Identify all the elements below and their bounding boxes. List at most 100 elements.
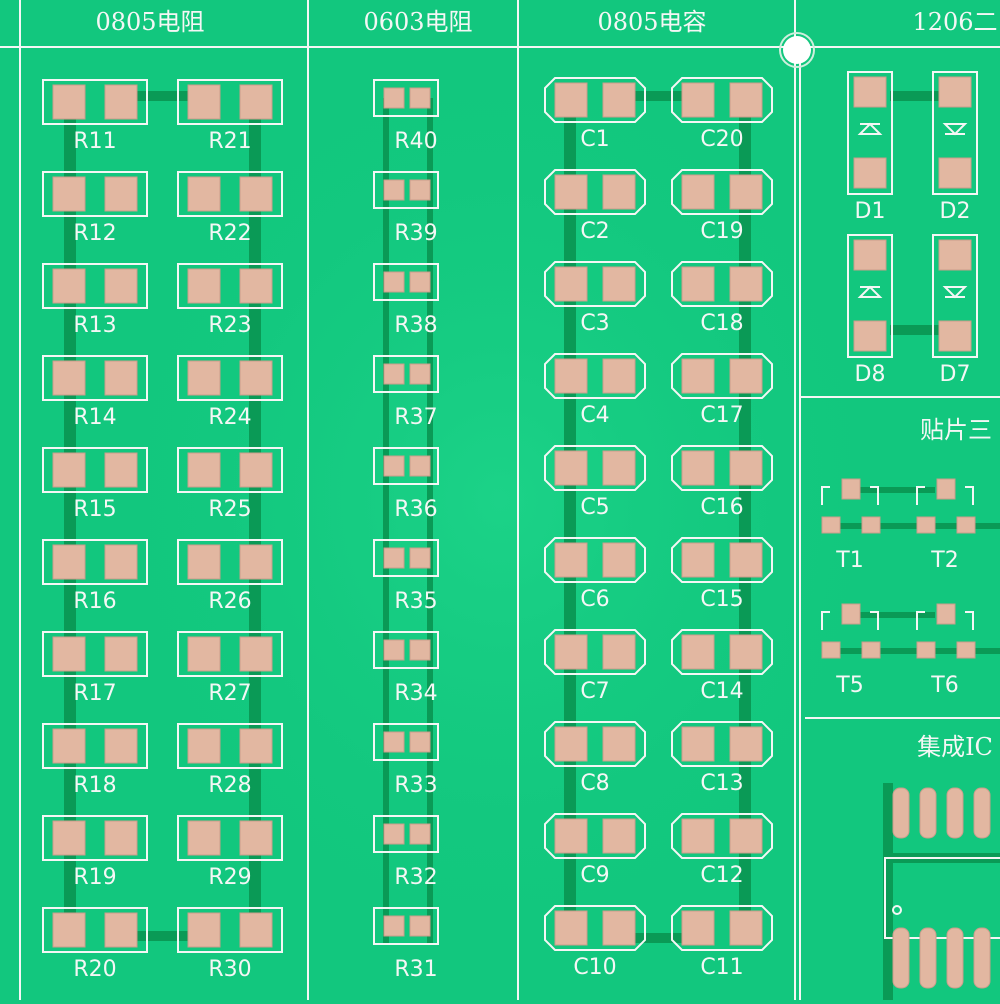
transistor-pad: [936, 478, 956, 500]
resistor-pad: [187, 268, 221, 304]
resistor-0603-pad: [383, 639, 405, 661]
resistor-0603-label: R32: [394, 865, 437, 890]
capacitor-pad: [681, 358, 715, 394]
capacitor-label: C4: [580, 403, 609, 428]
resistor-0603-outline: [373, 907, 439, 945]
capacitor-pad: [729, 358, 763, 394]
diode-outline: [847, 234, 893, 358]
capacitor-label: C1: [580, 127, 609, 152]
capacitor-pad: [602, 726, 636, 762]
capacitor-outline: [671, 169, 773, 215]
resistor-outline: [42, 355, 148, 401]
diode-pad: [853, 157, 887, 189]
capacitor-outline: [671, 261, 773, 307]
resistor-label: R27: [208, 681, 251, 706]
resistor-0603-pad: [383, 179, 405, 201]
resistor-outline: [177, 263, 283, 309]
resistor-0603-outline: [373, 723, 439, 761]
resistor-0603-label: R39: [394, 221, 437, 246]
diode-symbol: [942, 123, 968, 136]
capacitor-outline: [544, 169, 646, 215]
capacitor-label: C10: [573, 955, 616, 980]
transistor-pad: [841, 603, 861, 625]
capacitor-label: C20: [700, 127, 743, 152]
resistor-pad: [187, 176, 221, 212]
resistor-0603-pad: [383, 731, 405, 753]
capacitor-pad: [681, 634, 715, 670]
capacitor-pad: [681, 266, 715, 302]
resistor-label: R19: [73, 865, 116, 890]
resistor-pad: [239, 636, 273, 672]
resistor-pad: [52, 820, 86, 856]
resistor-outline: [42, 171, 148, 217]
capacitor-pad: [602, 910, 636, 946]
capacitor-label: C9: [580, 863, 609, 888]
resistor-label: R22: [208, 221, 251, 246]
capacitor-outline: [671, 537, 773, 583]
resistor-0603-outline: [373, 539, 439, 577]
resistor-0603-outline: [373, 263, 439, 301]
transistor-pad: [841, 478, 861, 500]
transistor-pad: [916, 516, 936, 534]
capacitor-pad: [681, 174, 715, 210]
resistor-pad: [104, 820, 138, 856]
resistor-pad: [239, 820, 273, 856]
capacitor-outline: [544, 629, 646, 675]
resistor-pad: [239, 176, 273, 212]
capacitor-pad: [554, 818, 588, 854]
resistor-pad: [104, 176, 138, 212]
resistor-outline: [177, 723, 283, 769]
resistor-pad: [52, 268, 86, 304]
resistor-pad: [187, 452, 221, 488]
resistor-0603-outline: [373, 79, 439, 117]
transistor-label: T2: [930, 548, 958, 573]
resistor-pad: [104, 728, 138, 764]
resistor-outline: [177, 631, 283, 677]
diode-pad: [853, 239, 887, 271]
capacitor-label: C3: [580, 311, 609, 336]
capacitor-pad: [681, 82, 715, 118]
diode-pad: [853, 76, 887, 108]
resistor-0603-pad: [409, 271, 431, 293]
diode-outline: [932, 234, 978, 358]
capacitor-outline: [671, 77, 773, 123]
diode-pad: [853, 320, 887, 352]
resistor-pad: [239, 84, 273, 120]
capacitor-pad: [602, 634, 636, 670]
transistor-pad: [821, 641, 841, 659]
capacitor-pad: [554, 174, 588, 210]
capacitor-pad: [602, 174, 636, 210]
capacitor-outline: [671, 353, 773, 399]
resistor-label: R18: [73, 773, 116, 798]
resistor-0603-pad: [383, 455, 405, 477]
resistor-0603-label: R40: [394, 129, 437, 154]
capacitor-label: C18: [700, 311, 743, 336]
resistor-outline: [177, 171, 283, 217]
resistor-0603-label: R33: [394, 773, 437, 798]
resistor-outline: [42, 263, 148, 309]
resistor-0603-label: R38: [394, 313, 437, 338]
resistor-0603-label: R35: [394, 589, 437, 614]
capacitor-outline: [671, 445, 773, 491]
resistor-outline: [177, 79, 283, 125]
diode-label: D7: [940, 362, 971, 387]
resistor-pad: [104, 268, 138, 304]
transistor-pad: [861, 516, 881, 534]
resistor-pad: [104, 452, 138, 488]
capacitor-pad: [729, 82, 763, 118]
capacitor-pad: [729, 818, 763, 854]
resistor-0603-pad: [383, 547, 405, 569]
diode-symbol: [857, 285, 883, 298]
resistor-outline: [42, 539, 148, 585]
capacitor-outline: [544, 445, 646, 491]
ic-pin-top: [946, 787, 964, 839]
resistor-0603-label: R34: [394, 681, 437, 706]
diode-symbol: [942, 286, 968, 299]
resistor-outline: [177, 355, 283, 401]
resistor-outline: [177, 815, 283, 861]
capacitor-label: C13: [700, 771, 743, 796]
capacitor-pad: [602, 818, 636, 854]
